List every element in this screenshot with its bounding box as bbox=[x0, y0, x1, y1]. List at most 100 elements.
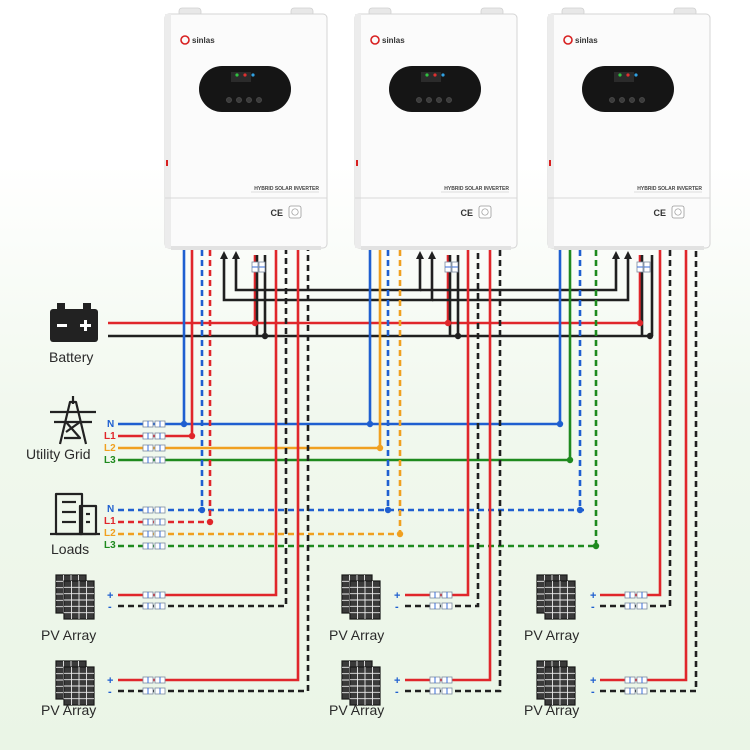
inverter-edge bbox=[548, 14, 554, 248]
status-led-green bbox=[618, 73, 622, 77]
panel-button bbox=[226, 97, 232, 103]
brand-logo-icon bbox=[563, 35, 573, 45]
solar-panel-icon bbox=[55, 574, 95, 620]
building-tower bbox=[54, 492, 84, 536]
model-text: HYBRID SOLAR INVERTER bbox=[254, 186, 319, 192]
junction-dot bbox=[188, 432, 196, 440]
junction-dot bbox=[251, 319, 259, 327]
load-phase-l1: L1 bbox=[104, 516, 116, 527]
battery-terminal bbox=[83, 303, 91, 309]
arrow-head bbox=[232, 251, 240, 259]
pv-array-label-3: PV Array bbox=[524, 627, 580, 643]
ce-mark: CE bbox=[653, 208, 666, 218]
inverter-edge bbox=[355, 14, 361, 248]
arrow-head bbox=[624, 251, 632, 259]
pv3-plus: + bbox=[590, 590, 597, 602]
grid-phase-l1: L1 bbox=[104, 431, 116, 442]
junction-dot bbox=[206, 518, 214, 526]
status-led-blue bbox=[441, 73, 445, 77]
load-phase-l2: L2 bbox=[104, 528, 116, 539]
display-panel bbox=[199, 66, 291, 112]
pv4-minus: - bbox=[108, 686, 112, 698]
junction-dot bbox=[180, 420, 188, 428]
brand-logo-icon bbox=[180, 35, 190, 45]
status-led-red bbox=[433, 73, 437, 77]
arrow-head bbox=[612, 251, 620, 259]
pv-array-label-6: PV Array bbox=[524, 702, 580, 718]
junction-dot bbox=[444, 319, 452, 327]
cert-badge-ring bbox=[481, 208, 489, 216]
pv6-plus: + bbox=[590, 675, 597, 687]
pv-positive-5 bbox=[600, 250, 662, 597]
solar-panel-icon bbox=[55, 660, 95, 706]
terminal-strip bbox=[171, 246, 321, 250]
pv2-minus: - bbox=[395, 601, 399, 613]
display-panel bbox=[582, 66, 674, 112]
display-panel bbox=[389, 66, 481, 112]
load-phase-l3: L3 bbox=[104, 540, 116, 551]
pv4-plus: + bbox=[107, 675, 114, 687]
pv-negative-1 bbox=[118, 250, 288, 608]
terminal-strip bbox=[361, 246, 511, 250]
building-icon bbox=[50, 492, 100, 536]
parallel-link-2b bbox=[432, 258, 630, 302]
junction-dot bbox=[636, 319, 644, 327]
pv6-minus: - bbox=[591, 686, 595, 698]
panel-button bbox=[619, 97, 625, 103]
grid-phase-l3: L3 bbox=[104, 455, 116, 466]
ce-mark: CE bbox=[270, 208, 283, 218]
pv-negative-2 bbox=[118, 250, 310, 693]
brand-name: sinlas bbox=[382, 36, 405, 45]
cert-badge-icon bbox=[478, 205, 492, 219]
load-phase-n: N bbox=[107, 504, 115, 515]
inverter-body bbox=[354, 13, 518, 249]
inverter-edge bbox=[165, 14, 171, 248]
model-text: HYBRID SOLAR INVERTER bbox=[444, 186, 509, 192]
pv-positive-3 bbox=[405, 250, 470, 597]
panel-button bbox=[246, 97, 252, 103]
transmission-tower-icon bbox=[50, 396, 96, 445]
grid-phase-l2: L2 bbox=[104, 443, 116, 454]
junction-dot bbox=[376, 444, 384, 452]
status-led-blue bbox=[634, 73, 638, 77]
pv-array-label-2: PV Array bbox=[329, 627, 385, 643]
junction-dot bbox=[396, 530, 404, 538]
brand-name: sinlas bbox=[192, 36, 215, 45]
arrow-head bbox=[416, 251, 424, 259]
status-led-green bbox=[425, 73, 429, 77]
pv3-minus: - bbox=[591, 601, 595, 613]
status-led-green bbox=[235, 73, 239, 77]
junction-dot bbox=[566, 456, 574, 464]
wires bbox=[108, 250, 698, 695]
pv-array-label-1: PV Array bbox=[41, 627, 97, 643]
pv-negative-6 bbox=[600, 250, 698, 693]
pv-array-label-5: PV Array bbox=[329, 702, 385, 718]
lcd-screen bbox=[421, 72, 441, 82]
brand-name: sinlas bbox=[575, 36, 598, 45]
lcd-screen bbox=[614, 72, 634, 82]
battery-icon bbox=[50, 303, 98, 342]
icons bbox=[50, 303, 576, 706]
status-led-blue bbox=[251, 73, 255, 77]
utility-grid-label: Utility Grid bbox=[26, 446, 91, 462]
pv-positive-2 bbox=[118, 250, 300, 682]
terminal-strip bbox=[554, 246, 704, 250]
arrow-head bbox=[220, 251, 228, 259]
arrow-head bbox=[428, 251, 436, 259]
parallel-link-1 bbox=[222, 258, 434, 302]
junction-dot bbox=[576, 506, 584, 514]
cert-badge-ring bbox=[291, 208, 299, 216]
solar-panel-icon bbox=[341, 660, 381, 706]
grid-phase-n: N bbox=[107, 419, 115, 430]
status-led-red bbox=[243, 73, 247, 77]
cert-badge-icon bbox=[288, 205, 302, 219]
panel-button bbox=[256, 97, 262, 103]
panel-button bbox=[629, 97, 635, 103]
junction-dot bbox=[592, 542, 600, 550]
